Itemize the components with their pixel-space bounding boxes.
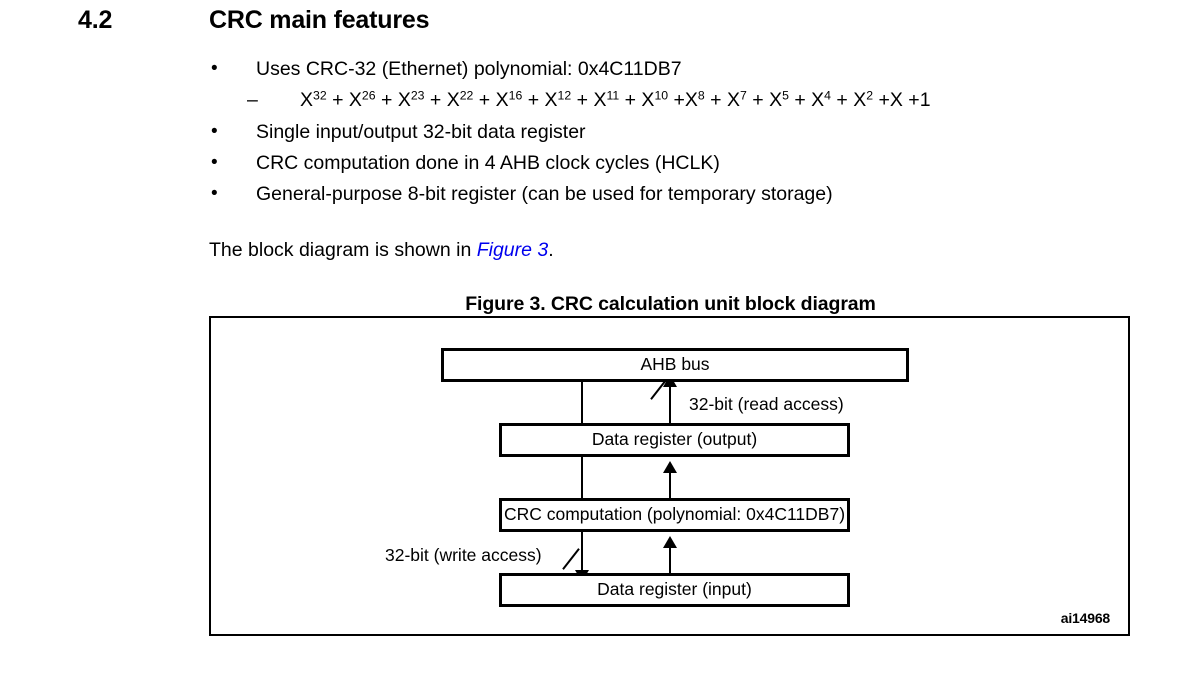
list-item-label: General-purpose 8-bit register (can be u…: [256, 183, 833, 205]
block-ahb-bus: AHB bus: [441, 348, 909, 382]
list-item-label: Single input/output 32-bit data register: [256, 121, 586, 143]
list-item-label: Uses CRC-32 (Ethernet) polynomial: 0x4C1…: [256, 58, 682, 80]
figure-caption: Figure 3. CRC calculation unit block dia…: [465, 293, 876, 315]
write-access-label: 32-bit (write access): [385, 545, 542, 565]
read-path-line-input-to-crc: [669, 540, 671, 574]
list-item: • Uses CRC-32 (Ethernet) polynomial: 0x4…: [0, 56, 1182, 87]
page-title: CRC main features: [209, 6, 430, 34]
list-item-label: CRC computation done in 4 AHB clock cycl…: [256, 152, 720, 174]
block-data-register-input: Data register (input): [499, 573, 850, 607]
lead-in-suffix: .: [548, 239, 554, 261]
figure-lead-in-text: The block diagram is shown in Figure 3.: [209, 237, 554, 263]
bullet-icon: •: [211, 152, 218, 173]
list-sub-item: – X32 + X26 + X23 + X22 + X16 + X12 + X1…: [0, 87, 1182, 119]
block-data-register-output: Data register (output): [499, 423, 850, 457]
section-number: 4.2: [78, 6, 113, 34]
write-path-line: [581, 381, 583, 581]
list-item: • General-purpose 8-bit register (can be…: [0, 181, 1182, 212]
bullet-icon: •: [211, 183, 218, 204]
feature-list: • Uses CRC-32 (Ethernet) polynomial: 0x4…: [0, 56, 1182, 212]
polynomial-expression: X32 + X26 + X23 + X22 + X16 + X12 + X11 …: [300, 88, 931, 111]
dash-icon: –: [247, 89, 258, 111]
read-path-line-crc-to-output: [669, 465, 671, 499]
section-heading: 4.2 CRC main features: [0, 6, 1100, 40]
bus-width-slash-icon-write: [562, 548, 580, 570]
figure-cross-reference-link[interactable]: Figure 3: [476, 239, 549, 261]
bullet-icon: •: [211, 121, 218, 142]
bullet-icon: •: [211, 58, 218, 79]
arrow-up-icon-into-crc: [663, 536, 677, 548]
list-item: • Single input/output 32-bit data regist…: [0, 119, 1182, 150]
read-access-label: 32-bit (read access): [689, 394, 844, 414]
block-crc-computation: CRC computation (polynomial: 0x4C11DB7): [499, 498, 850, 532]
list-item: • CRC computation done in 4 AHB clock cy…: [0, 150, 1182, 181]
arrow-up-icon-into-output-register: [663, 461, 677, 473]
lead-in-prefix: The block diagram is shown in: [209, 239, 477, 261]
figure-id-label: ai14968: [1060, 610, 1110, 626]
figure-block-diagram: 32-bit (read access) 32-bit (write acces…: [209, 316, 1130, 636]
